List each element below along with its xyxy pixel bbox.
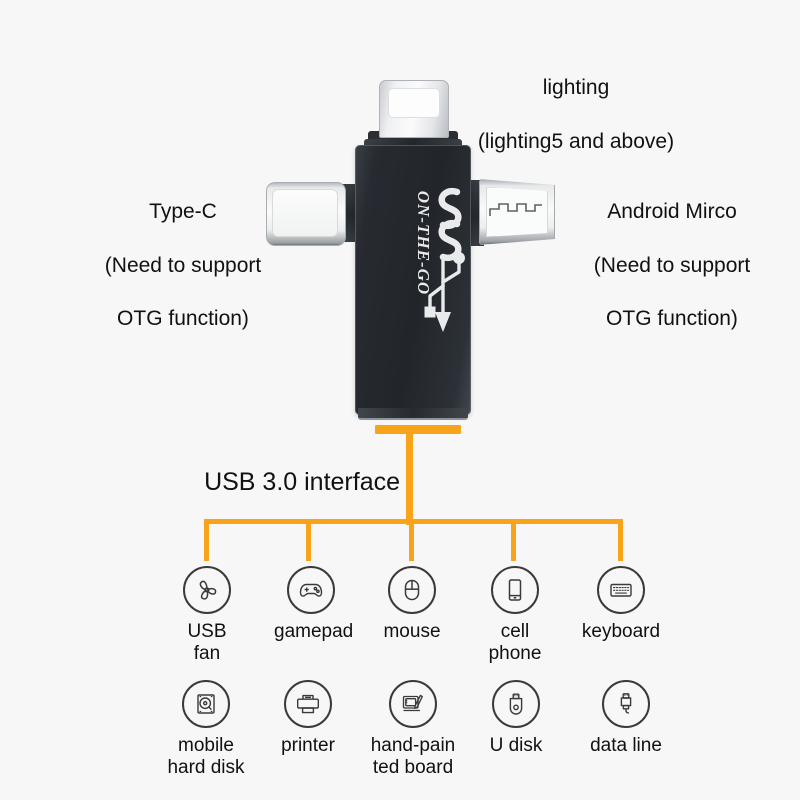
u-disk-icon: [492, 680, 540, 728]
device-label-drawing-tablet: hand-pain ted board: [370, 735, 456, 779]
usb-3-interface-label: USB 3.0 interface: [204, 468, 400, 496]
device-label-keyboard: keyboard: [581, 621, 661, 642]
device-item-usb-fan[interactable]: USB fan: [172, 566, 242, 666]
tree-drop-4: [511, 519, 516, 561]
callout-android-micro-line2: (Need to support: [593, 253, 751, 277]
otg-adapter-illustration: ON-THE-GO: [266, 80, 555, 420]
device-item-cell-phone[interactable]: cell phone: [472, 566, 558, 666]
device-item-printer[interactable]: printer: [268, 680, 348, 757]
device-item-drawing-tablet[interactable]: hand-pain ted board: [360, 680, 466, 780]
tree-drop-3: [409, 519, 414, 561]
callout-lightning-line1: lighting: [542, 75, 610, 99]
device-label-u-disk: U disk: [489, 735, 543, 756]
callout-lightning-line2: (lighting5 and above): [477, 129, 675, 153]
device-label-data-line: data line: [590, 735, 662, 756]
callout-type-c-line2: (Need to support: [104, 253, 262, 277]
device-item-data-line[interactable]: data line: [584, 680, 668, 757]
micro-usb-pins-icon: [489, 203, 542, 216]
tree-trunk: [406, 430, 413, 525]
cell-phone-icon: [491, 566, 539, 614]
device-label-hard-disk: mobile hard disk: [167, 735, 245, 779]
usb-superspeed-ss-trident-icon: [424, 188, 465, 332]
device-item-gamepad[interactable]: gamepad: [274, 566, 354, 643]
tree-drop-2: [306, 519, 311, 561]
device-item-u-disk[interactable]: U disk: [478, 680, 554, 757]
keyboard-icon: [597, 566, 645, 614]
adapter-bottom-lip: [358, 408, 468, 420]
device-label-usb-fan: USB fan: [187, 621, 227, 665]
callout-type-c-line1: Type-C: [149, 199, 217, 223]
tree-drop-5: [618, 519, 623, 561]
callout-lightning: lighting (lighting5 and above): [440, 48, 712, 182]
printer-icon: [284, 680, 332, 728]
device-label-cell-phone: cell phone: [488, 621, 542, 665]
micro-usb-contact-face: [486, 187, 548, 237]
callout-android-micro-line1: Android Mirco: [607, 199, 737, 223]
callout-android-micro-line3: OTG function): [606, 307, 738, 331]
drawing-tablet-icon: [389, 680, 437, 728]
device-label-printer: printer: [281, 735, 335, 756]
data-line-icon: [602, 680, 650, 728]
hard-disk-icon: [182, 680, 230, 728]
lightning-contact-face: [388, 88, 440, 118]
adapter-top-lip: [364, 139, 462, 149]
tree-drop-1: [204, 519, 209, 561]
callout-android-micro: Android Mirco (Need to support OTG funct…: [548, 172, 796, 360]
type-c-contact-face: [272, 189, 338, 237]
gamepad-icon: [287, 566, 335, 614]
device-label-mouse: mouse: [383, 621, 441, 642]
device-label-gamepad: gamepad: [274, 621, 354, 642]
device-item-hard-disk[interactable]: mobile hard disk: [160, 680, 252, 780]
usb-fan-icon: [183, 566, 231, 614]
callout-type-c: Type-C (Need to support OTG function): [58, 172, 308, 360]
device-item-mouse[interactable]: mouse: [378, 566, 446, 643]
callout-type-c-line3: OTG function): [117, 307, 249, 331]
tree-stub: [375, 425, 461, 434]
mouse-icon: [388, 566, 436, 614]
device-item-keyboard[interactable]: keyboard: [578, 566, 664, 643]
